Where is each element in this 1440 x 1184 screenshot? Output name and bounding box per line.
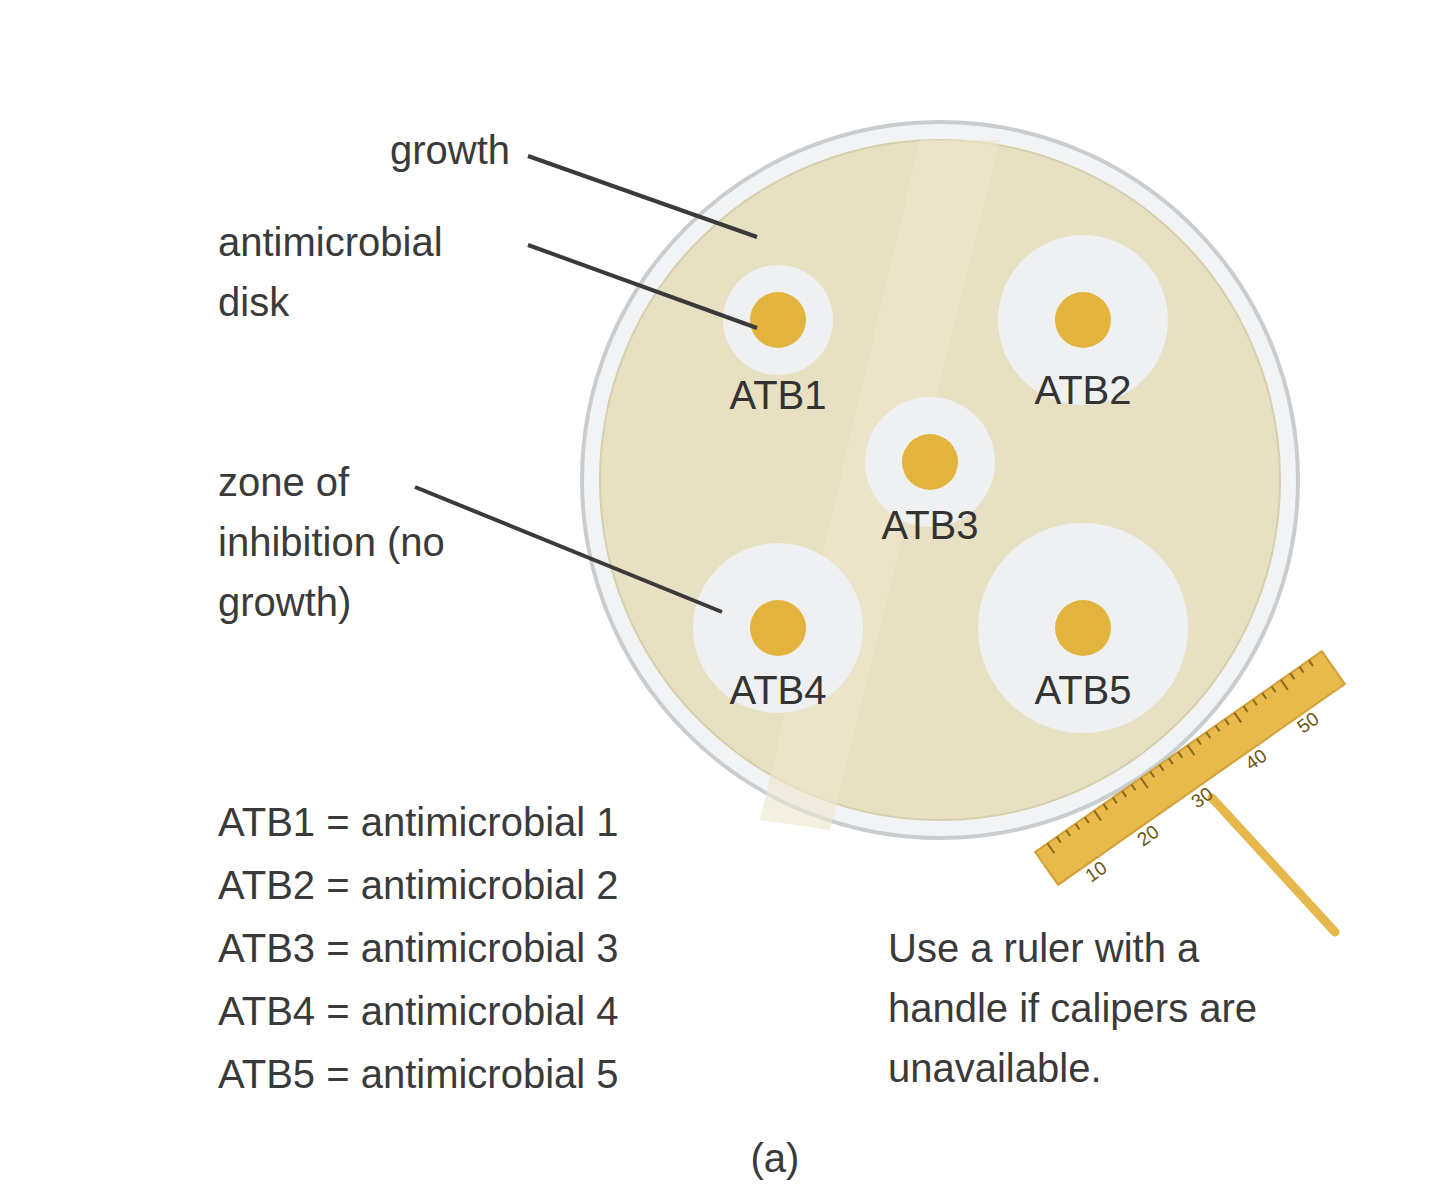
instruction-note: Use a ruler with a handle if calipers ar… [888, 918, 1328, 1098]
legend-note: ATB1 = antimicrobial 1 [218, 792, 838, 852]
figure-caption: (a) [700, 1134, 850, 1182]
legend-note: ATB4 = antimicrobial 4 [218, 981, 838, 1041]
disk-label: ATB2 [1003, 370, 1163, 410]
legend-note: ATB5 = antimicrobial 5 [218, 1044, 838, 1104]
disk-label: ATB1 [698, 375, 858, 415]
disk-label: ATB4 [698, 670, 858, 710]
callout-label: zone of inhibition (no growth) [218, 452, 508, 632]
callout-label: antimicrobial disk [218, 212, 518, 332]
legend-note: ATB3 = antimicrobial 3 [218, 918, 838, 978]
disk-label: ATB3 [850, 505, 1010, 545]
disk-label: ATB5 [1003, 670, 1163, 710]
legend-note: ATB2 = antimicrobial 2 [218, 855, 838, 915]
callout-label: growth [300, 120, 510, 180]
